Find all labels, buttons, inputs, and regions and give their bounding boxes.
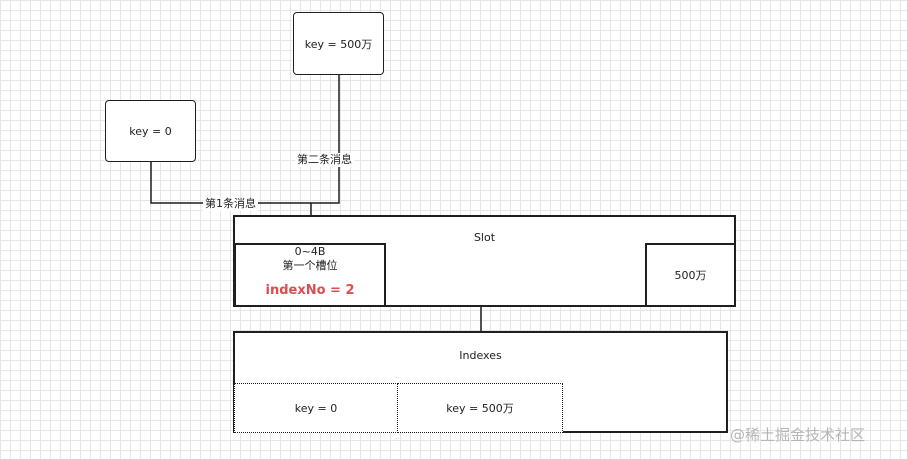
first-slot-index-no: indexNo = 2: [265, 283, 355, 298]
watermark: @稀土掘金技术社区: [730, 426, 866, 444]
indexes-title: Indexes: [459, 349, 502, 362]
index-entry-key-0-label: key = 0: [294, 401, 338, 415]
first-slot-range: 0~4B: [294, 245, 326, 258]
edge-label-first-message: 第1条消息: [203, 197, 258, 211]
message-box-key-0: key = 0: [105, 100, 196, 162]
last-slot: 500万: [645, 243, 736, 307]
message-box-key-500w: key = 500万: [293, 12, 384, 75]
index-entry-key-500w: key = 500万: [397, 383, 563, 433]
message-key-500w-label: key = 500万: [304, 37, 373, 51]
index-entry-key-0: key = 0: [234, 383, 398, 433]
last-slot-label: 500万: [674, 269, 707, 282]
first-slot-label: 第一个槽位: [282, 259, 338, 272]
message-key-0-label: key = 0: [129, 124, 172, 138]
edge-label-second-message: 第二条消息: [295, 153, 354, 167]
slot-title: Slot: [473, 231, 496, 244]
index-entry-key-500w-label: key = 500万: [446, 402, 514, 415]
first-slot: 0~4B 第一个槽位 indexNo = 2: [234, 243, 386, 307]
